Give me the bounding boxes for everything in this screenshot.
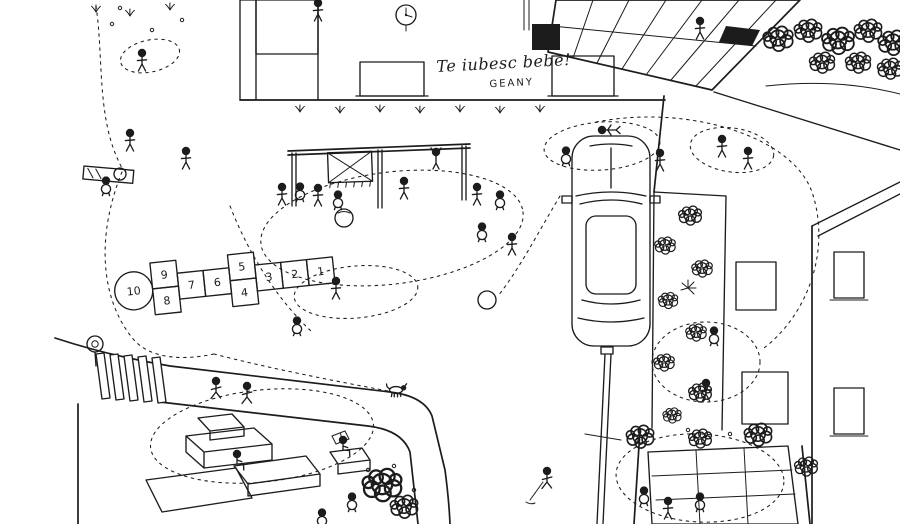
child-figure — [638, 485, 650, 507]
hopscotch-number: 7 — [187, 278, 195, 292]
child-figure — [476, 221, 488, 243]
garden-beds — [625, 422, 819, 524]
child-figure — [241, 381, 253, 405]
child-figure — [210, 376, 222, 400]
top-building-facade — [239, 0, 666, 114]
hopscotch-number: 4 — [240, 286, 248, 300]
balls — [113, 167, 497, 310]
side-mirror — [649, 195, 661, 204]
right-building — [811, 181, 900, 524]
child-figure — [346, 491, 358, 513]
greenhouse-roof — [547, 0, 900, 151]
hopscotch-number: 9 — [160, 268, 168, 282]
brick-wall — [255, 0, 319, 55]
curb-inner — [159, 401, 419, 524]
top-left-plants — [90, 2, 185, 33]
ball — [113, 167, 127, 181]
bench-slats — [735, 261, 777, 311]
child-figure — [471, 182, 483, 206]
drainpipe — [523, 0, 530, 31]
child-figure — [276, 182, 288, 206]
right-garden-strip — [651, 191, 789, 431]
hopscotch-number: 1 — [317, 265, 325, 279]
child-figure-on-roof — [694, 16, 706, 40]
child-figure — [716, 134, 728, 158]
side-mirror — [561, 195, 573, 204]
crosswalk — [95, 352, 167, 404]
sidewalk-edge — [713, 91, 900, 151]
bottom-left-street — [54, 165, 451, 524]
wall-clock-icon — [395, 4, 417, 32]
spiky-plant — [680, 279, 697, 295]
wall-pilaster — [239, 0, 257, 101]
lattice-panel — [741, 371, 789, 425]
child-figure — [312, 183, 324, 207]
hopscotch-number: 3 — [265, 270, 273, 284]
child-figure-gardening — [708, 325, 720, 347]
graffiti-signature: GEANY — [489, 77, 534, 90]
children — [100, 0, 754, 524]
hopscotch-number: 2 — [291, 268, 299, 282]
hopscotch-number: 10 — [126, 284, 141, 298]
hedge-top-right — [762, 18, 900, 95]
dashed-trails — [95, 5, 820, 523]
car-top-view — [561, 135, 661, 347]
platform — [233, 455, 321, 497]
window — [359, 61, 425, 97]
open-skylight — [719, 26, 760, 46]
child-figure — [100, 175, 112, 197]
child-figure — [294, 181, 306, 203]
bench-box-small — [197, 413, 245, 441]
pole-base — [600, 346, 614, 355]
ball — [334, 208, 354, 228]
street-right — [584, 95, 665, 524]
child-figure — [124, 128, 136, 152]
child-figure — [506, 232, 518, 256]
window — [833, 387, 865, 435]
ramp — [145, 467, 253, 513]
child-figure — [398, 176, 410, 200]
hopscotch: 10 9 8 7 6 5 4 3 2 1 — [114, 251, 336, 316]
child-figure-hopscotch — [330, 276, 342, 300]
bench-box — [185, 427, 273, 469]
child-figure — [136, 48, 148, 72]
lollipop-sign-icon — [86, 335, 104, 367]
child-figure — [180, 146, 192, 170]
grass-strip — [294, 104, 546, 114]
hopscotch-number: 8 — [163, 294, 171, 308]
child-figure-sweeping — [525, 466, 553, 505]
child-figure — [694, 491, 706, 513]
child-figure — [332, 189, 344, 211]
child-figure — [742, 146, 754, 170]
graffiti-line1: Te iubesc bebe! — [436, 50, 572, 76]
dark-doorway — [532, 24, 560, 50]
child-figure-on-car — [597, 124, 621, 136]
child-figure — [316, 507, 328, 524]
window — [833, 251, 865, 299]
curb-outer — [54, 337, 451, 524]
hanging-rug — [326, 150, 374, 189]
broom — [525, 481, 544, 505]
hopscotch-number: 5 — [238, 260, 246, 274]
lamp-pole — [596, 353, 612, 524]
child-figure — [494, 189, 506, 211]
child-figure — [662, 496, 674, 520]
child-figure — [560, 145, 572, 167]
bottom-left-benches — [145, 413, 419, 519]
child-figure — [291, 315, 303, 337]
ball — [477, 290, 497, 310]
child-figure-hanging — [430, 147, 442, 170]
hopscotch-number: 6 — [213, 276, 221, 290]
rug-beating-rack — [287, 143, 471, 209]
